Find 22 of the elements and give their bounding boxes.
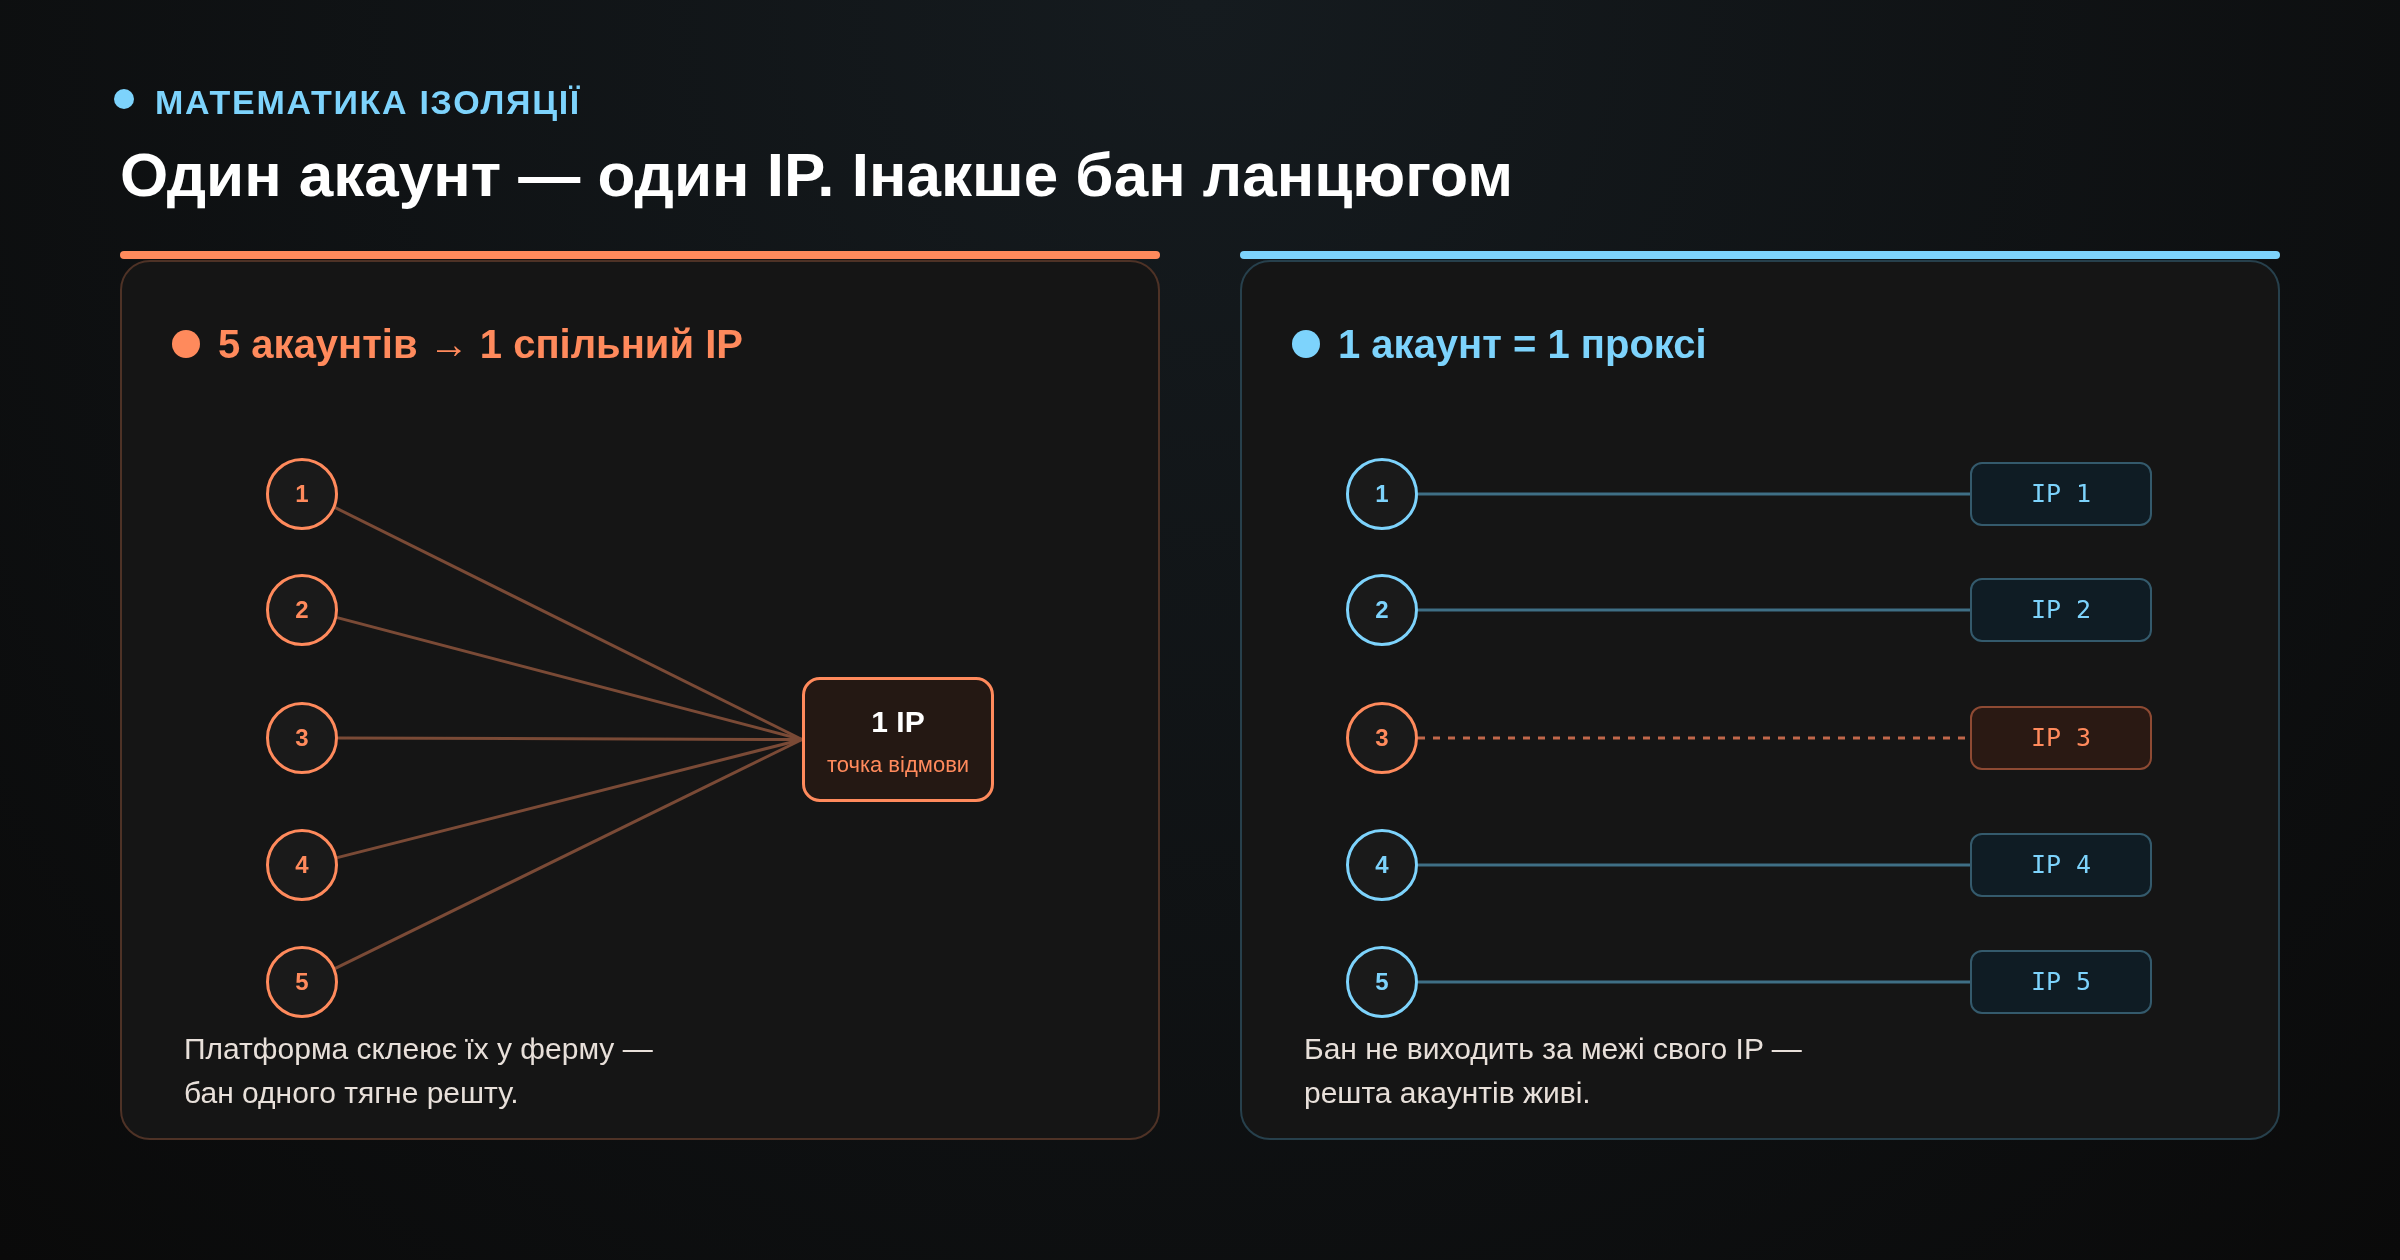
ip-title: 1 IP [871, 703, 925, 740]
proxy-ip-box: IP 5 [1970, 950, 2152, 1014]
connector-line [1418, 608, 1970, 612]
proxy-ip-box: IP 2 [1970, 578, 2152, 642]
panel-note: Бан не виходить за межі свого IP — решта акаунтів живі. [1304, 1031, 1803, 1111]
panel-heading: 5 акаунтів → 1 спільний IP [218, 321, 743, 368]
proxy-ip-box: IP 4 [1970, 833, 2152, 897]
connector-line [1418, 492, 1970, 496]
connector-line [1418, 863, 1970, 867]
panel-heading: 1 акаунт = 1 проксі [1338, 321, 1707, 368]
connector-line [336, 616, 803, 741]
page-title: Один акаунт — один IP. Інакше бан ланцюгом [120, 139, 1514, 211]
panel-card [120, 260, 1160, 1140]
connector-line [1418, 980, 1970, 984]
shared-ip-box [802, 677, 994, 802]
panel-note: Платформа склеює їх у ферму — бан одного тягне решту. [184, 1031, 654, 1111]
proxy-ip-box: IP 1 [1970, 462, 2152, 526]
section-kicker: МАТЕМАТИКА ІЗОЛЯЦІЇ [155, 82, 581, 123]
ip-subtitle: точка відмови [826, 750, 970, 779]
panel-card [1240, 260, 2280, 1140]
connector-line [336, 738, 803, 860]
proxy-ip-box: IP 3 [1970, 706, 2152, 770]
